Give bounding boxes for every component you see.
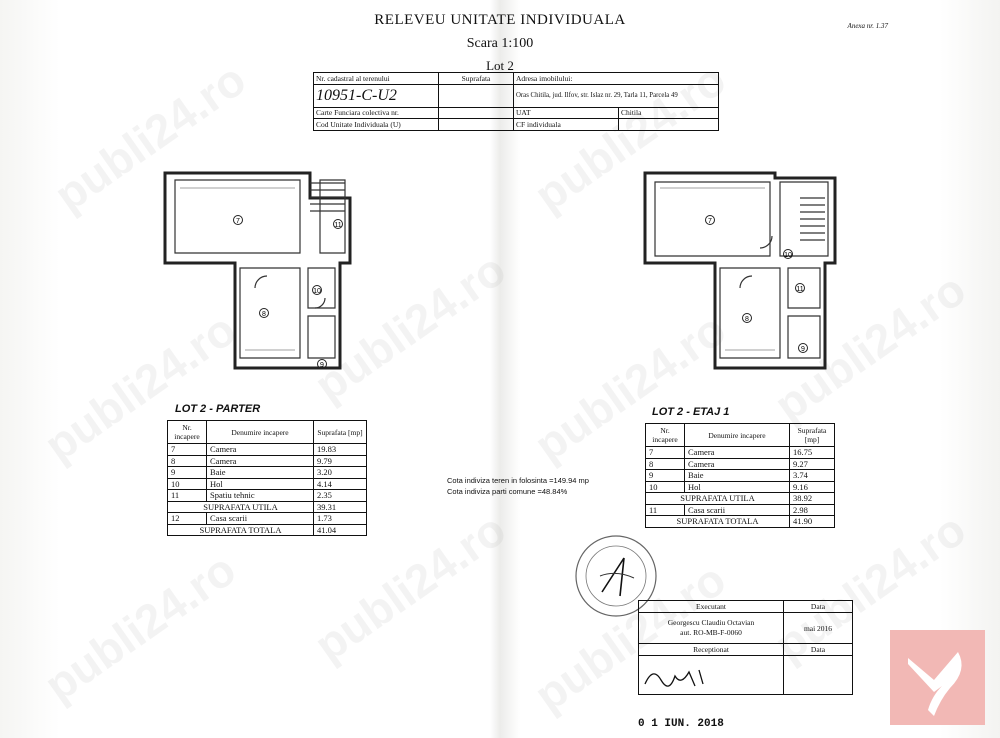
cf-individual-label: CF individuala bbox=[513, 118, 619, 131]
publi24-logo-icon bbox=[890, 630, 985, 725]
executant-authorization: aut. RO-MB-F-0060 bbox=[680, 628, 742, 637]
surface-label: Suprafata bbox=[438, 72, 514, 85]
cadastral-table: Nr. cadastral al terenului Suprafata Adr… bbox=[313, 72, 719, 131]
col-name-header: Denumire incapere bbox=[206, 420, 314, 444]
common-share-note: Cota indiviza parti comune =48.84% bbox=[447, 487, 568, 496]
plan-room-label: 8 bbox=[262, 311, 266, 318]
executant-label: Executant bbox=[638, 600, 784, 613]
cadastral-nr-label: Nr. cadastral al terenului bbox=[313, 72, 439, 85]
official-stamp bbox=[575, 535, 657, 617]
executant-table: Executant Data Georgescu Claudiu Octavia… bbox=[638, 600, 853, 695]
parter-title: LOT 2 - PARTER bbox=[175, 403, 261, 415]
etaj-room-table: Nr. incapere Denumire incapere Suprafata… bbox=[645, 423, 835, 528]
plan-room-label: 9 bbox=[801, 346, 805, 353]
unit-code-label: Cod Unitate Individuala (U) bbox=[313, 118, 439, 131]
col-area-header: Suprafata [mp] bbox=[313, 420, 367, 444]
executant-name: Georgescu Claudiu Octavian bbox=[667, 618, 755, 627]
col-name-header: Denumire incapere bbox=[684, 423, 790, 447]
watermark: publi24.ro bbox=[34, 542, 245, 712]
reception-label: Receptionat bbox=[638, 643, 784, 656]
col-area-header: Suprafata [mp] bbox=[789, 423, 835, 447]
plan-room-label: 11 bbox=[796, 286, 803, 293]
cf-collective-label: Carte Funciara colectiva nr. bbox=[313, 106, 439, 119]
scale-label: Scara 1:100 bbox=[466, 36, 534, 51]
reception-date-stamp: 0 1 IUN. 2018 bbox=[638, 718, 724, 730]
plan-room-label: 7 bbox=[708, 218, 712, 225]
lot-label: Lot 2 bbox=[486, 58, 514, 73]
plan-room-label: 10 bbox=[313, 288, 321, 295]
page-title: RELEVEU UNITATE INDIVIDUALA bbox=[374, 12, 626, 28]
land-share-note: Cota indiviza teren in folosinta =149.94… bbox=[447, 476, 589, 485]
col-nr-header: Nr. incapere bbox=[167, 420, 207, 444]
plan-room-label: 7 bbox=[236, 218, 240, 225]
address-value: Oras Chitila, jud. Ilfov, str. Islaz nr.… bbox=[513, 83, 719, 108]
uat-value: Chitila bbox=[618, 106, 719, 119]
etaj-floor-plan: 7 8 9 10 11 bbox=[643, 171, 837, 370]
cadastral-nr-value: 10951-C-U2 bbox=[313, 83, 439, 108]
parter-room-table: Nr. incapere Denumire incapere Suprafata… bbox=[167, 420, 367, 536]
reception-date-label: Data bbox=[783, 643, 853, 656]
col-nr-header: Nr. incapere bbox=[645, 423, 685, 447]
etaj-title: LOT 2 - ETAJ 1 bbox=[652, 406, 730, 418]
parter-floor-plan: 7 8 9 10 11 bbox=[163, 171, 352, 370]
annex-label: Anexa nr. 1.37 bbox=[847, 22, 888, 30]
plan-room-label: 10 bbox=[784, 252, 792, 259]
executant-date: mai 2016 bbox=[783, 612, 853, 644]
plan-room-label: 8 bbox=[745, 316, 749, 323]
plan-room-label: 11 bbox=[334, 222, 341, 229]
plan-room-label: 9 bbox=[320, 362, 324, 369]
executant-date-label: Data bbox=[783, 600, 853, 613]
uat-label: UAT bbox=[513, 106, 619, 119]
handwritten-signature bbox=[644, 669, 704, 687]
reception-signature-cell bbox=[638, 655, 784, 695]
address-label: Adresa imobilului: bbox=[513, 72, 719, 85]
